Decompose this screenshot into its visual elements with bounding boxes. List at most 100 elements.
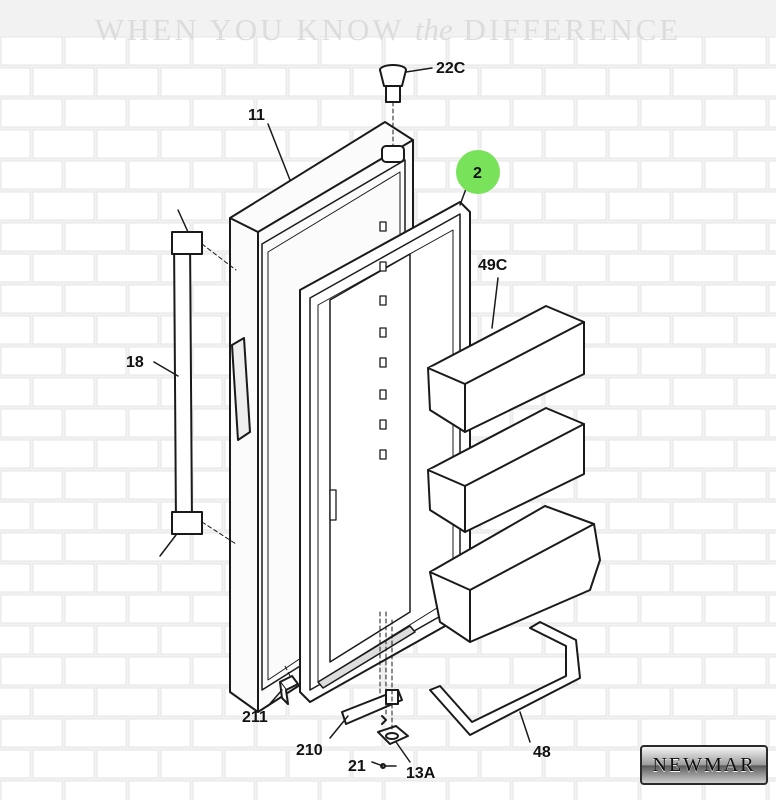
wall-brick xyxy=(768,98,776,128)
wall-brick xyxy=(544,191,607,221)
wall-brick xyxy=(0,687,31,717)
door-bin-deep[interactable] xyxy=(429,505,601,643)
wall-brick xyxy=(256,780,319,800)
wall-brick xyxy=(384,656,447,686)
wall-brick xyxy=(96,67,159,97)
wall-brick xyxy=(0,160,63,190)
wall-brick xyxy=(0,780,63,800)
wall-brick xyxy=(672,563,735,593)
hinge-bushing[interactable] xyxy=(377,725,409,745)
wall-brick xyxy=(640,594,703,624)
bottom-hinge[interactable] xyxy=(341,689,403,725)
wall-brick xyxy=(320,780,383,800)
door-bin-middle[interactable] xyxy=(427,407,585,533)
wall-brick xyxy=(576,284,639,314)
wall-brick xyxy=(704,470,767,500)
wall-brick xyxy=(64,346,127,376)
wall-brick xyxy=(512,160,575,190)
wall-brick xyxy=(672,377,735,407)
wall-brick xyxy=(640,408,703,438)
wall-brick xyxy=(96,563,159,593)
wall-brick xyxy=(0,253,31,283)
wall-brick xyxy=(768,718,776,748)
hinge-screw[interactable] xyxy=(380,715,397,769)
label-13a[interactable]: 13A xyxy=(406,765,436,782)
label-11[interactable]: 11 xyxy=(248,107,265,124)
wall-brick xyxy=(0,563,31,593)
wall-brick xyxy=(0,470,63,500)
wall-brick xyxy=(64,594,127,624)
wall-brick xyxy=(64,98,127,128)
label-2[interactable]: 2 xyxy=(473,165,482,182)
wall-brick xyxy=(480,129,543,159)
wall-brick xyxy=(96,625,159,655)
wall-brick xyxy=(320,36,383,66)
wall-brick xyxy=(192,36,255,66)
wall-brick xyxy=(736,501,776,531)
wall-brick xyxy=(608,67,671,97)
label-22c[interactable]: 22C xyxy=(436,60,466,77)
wall-brick xyxy=(0,532,63,562)
wall-brick xyxy=(768,656,776,686)
door-bin-upper[interactable] xyxy=(427,305,585,433)
wall-brick xyxy=(0,315,31,345)
wall-brick xyxy=(640,98,703,128)
wall-brick xyxy=(640,222,703,252)
wall-brick xyxy=(0,346,63,376)
wall-brick xyxy=(704,532,767,562)
wall-brick xyxy=(704,98,767,128)
wall-brick xyxy=(704,346,767,376)
wall-brick xyxy=(736,377,776,407)
wall-brick xyxy=(480,191,543,221)
wall-brick xyxy=(640,470,703,500)
wall-brick xyxy=(160,253,223,283)
wall-brick xyxy=(576,718,639,748)
label-49c[interactable]: 49C xyxy=(478,257,508,274)
part-2-highlight xyxy=(456,150,500,194)
label-48[interactable]: 48 xyxy=(533,744,551,761)
wall-brick xyxy=(736,67,776,97)
wall-brick xyxy=(736,687,776,717)
wall-brick xyxy=(128,718,191,748)
label-211[interactable]: 211 xyxy=(242,709,268,726)
wall-brick xyxy=(512,222,575,252)
label-21[interactable]: 21 xyxy=(348,758,366,775)
wall-brick xyxy=(32,253,95,283)
wall-brick xyxy=(0,749,31,779)
wall-brick xyxy=(0,501,31,531)
wall-brick xyxy=(0,656,63,686)
hinge-spacer[interactable] xyxy=(279,675,299,705)
wall-brick xyxy=(608,625,671,655)
wall-brick xyxy=(320,718,383,748)
wall-brick xyxy=(640,284,703,314)
wall-brick xyxy=(32,129,95,159)
wall-brick xyxy=(0,718,63,748)
hinge-cap[interactable] xyxy=(379,64,407,103)
wall-brick xyxy=(32,625,95,655)
wall-brick xyxy=(64,222,127,252)
wall-brick xyxy=(160,687,223,717)
door-handle[interactable] xyxy=(159,209,203,557)
wall-brick xyxy=(96,749,159,779)
wall-brick xyxy=(736,129,776,159)
wall-brick xyxy=(544,687,607,717)
wall-brick xyxy=(768,222,776,252)
wall-brick xyxy=(0,439,31,469)
wall-brick xyxy=(768,36,776,66)
wall-brick xyxy=(0,129,31,159)
wall-brick xyxy=(416,67,479,97)
wall-brick xyxy=(128,594,191,624)
wall-brick xyxy=(480,67,543,97)
wall-brick xyxy=(736,253,776,283)
wall-brick xyxy=(0,36,63,66)
wall-brick xyxy=(544,253,607,283)
label-18[interactable]: 18 xyxy=(126,354,144,371)
wall-brick xyxy=(128,656,191,686)
wall-brick xyxy=(640,532,703,562)
tagline: WHEN YOU KNOW the DIFFERENCE xyxy=(94,12,682,47)
wall-brick xyxy=(544,129,607,159)
wall-brick xyxy=(128,780,191,800)
bottom-rail[interactable] xyxy=(429,621,581,736)
wall-brick xyxy=(96,377,159,407)
label-210[interactable]: 210 xyxy=(296,742,323,759)
